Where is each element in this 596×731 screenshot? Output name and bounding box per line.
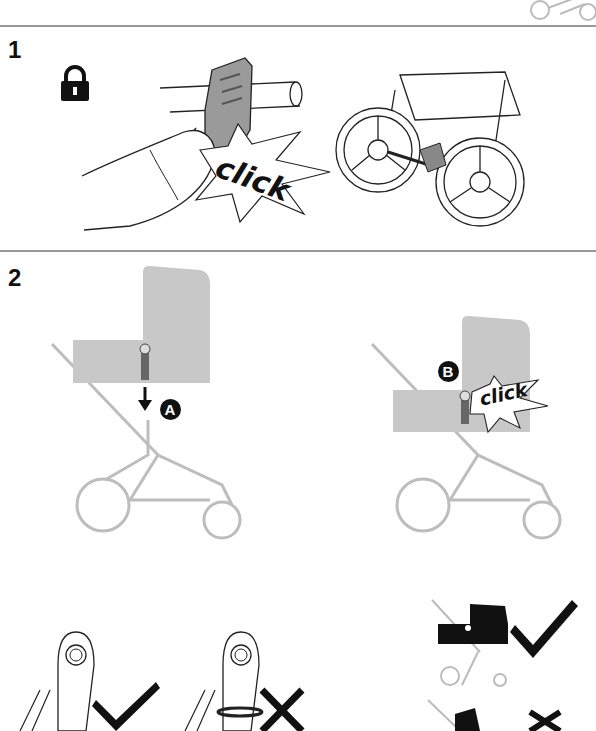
brake-pedal-small bbox=[420, 143, 446, 172]
mini-wrong bbox=[428, 700, 560, 731]
step-number: 1 bbox=[8, 38, 21, 62]
callout-text: A bbox=[165, 402, 176, 417]
adapter-pin bbox=[460, 391, 470, 401]
adapter-wrong bbox=[185, 632, 302, 731]
foot bbox=[82, 131, 215, 230]
down-arrow-head bbox=[138, 400, 152, 411]
corner-icon bbox=[531, 0, 596, 20]
step-number: 2 bbox=[8, 266, 21, 290]
lock-icon bbox=[61, 67, 89, 101]
foot-line bbox=[150, 150, 178, 200]
adapter-ok bbox=[20, 632, 160, 731]
rule bbox=[0, 26, 596, 27]
click-burst bbox=[470, 376, 548, 432]
mini-ok bbox=[432, 600, 578, 686]
rear-wheels bbox=[336, 72, 524, 226]
carrycot-hood bbox=[143, 266, 210, 340]
rule bbox=[0, 251, 596, 252]
carrycot bbox=[73, 340, 210, 383]
down-arrow bbox=[144, 387, 147, 402]
click-burst bbox=[196, 124, 330, 222]
callout-letter: B bbox=[438, 361, 459, 382]
adapter-pin bbox=[140, 344, 150, 354]
callout-letter: A bbox=[160, 399, 181, 420]
callout-text: B bbox=[443, 364, 454, 379]
pedal-ribs bbox=[220, 74, 242, 104]
